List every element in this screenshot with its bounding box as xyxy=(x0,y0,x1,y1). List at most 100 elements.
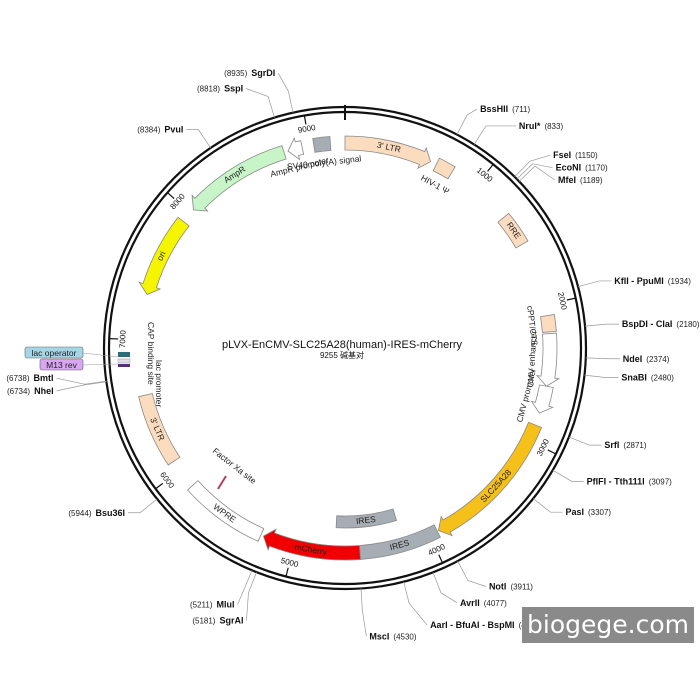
site-pos-pasi: (3307) xyxy=(588,508,611,517)
tick-label-3000: 3000 xyxy=(535,437,551,457)
feature-ampr xyxy=(191,145,287,212)
tick-1000 xyxy=(487,163,494,172)
site-pos-nrui: (833) xyxy=(544,122,563,131)
site-pos-snabi: (2480) xyxy=(651,374,674,383)
site-name-pasi: PasI xyxy=(565,507,584,517)
site-msci: MscI (4530) xyxy=(369,631,416,641)
tick-label-2000: 2000 xyxy=(556,291,569,311)
site-leader-snabi xyxy=(584,374,619,378)
tick-8000 xyxy=(166,192,175,199)
feature-sv40 xyxy=(312,136,332,153)
site-pos-bsu36i: (5944) xyxy=(68,509,91,518)
site-leader-bsu36i xyxy=(128,498,158,514)
feature-label-cmv-enh: CMV enhancer xyxy=(525,330,538,387)
site-name-sgrai: SgrAI xyxy=(219,616,243,626)
feature-ori xyxy=(138,216,190,296)
plasmid-title: pLVX-EnCMV-SLC25A28(human)-IRES-mCherry xyxy=(222,339,463,351)
tick-label-5000: 5000 xyxy=(280,556,300,569)
promoter-label-lac-promoter: lac promoter xyxy=(154,360,164,407)
site-pos-ndei: (2374) xyxy=(646,355,669,364)
feature-wpre xyxy=(187,480,265,542)
site-nhei: (6734)NheI xyxy=(7,386,54,396)
boxed-label-bg-m13-rev xyxy=(39,358,84,371)
tick-3000 xyxy=(547,449,557,455)
promoter-label-cap-binding-site: CAP binding site xyxy=(146,322,156,385)
tick-label-4000: 4000 xyxy=(427,542,447,558)
site-leader-ndei xyxy=(585,357,620,360)
site-name-mfei: MfeI xyxy=(558,175,576,185)
site-leader-econi xyxy=(516,163,553,180)
feature-mcherry xyxy=(262,528,361,561)
site-leader-aari-bfuai-bspmi xyxy=(403,581,428,626)
site-name-mlui: MluI xyxy=(217,600,235,610)
site-pos-avrii: (4077) xyxy=(484,599,507,608)
tick-label-8000: 8000 xyxy=(168,191,187,211)
site-pos-pflfi-tth111i: (3097) xyxy=(649,477,672,486)
site-pos-nhei: (6734) xyxy=(7,387,30,396)
site-pos-srfi: (2871) xyxy=(623,441,646,450)
tick-5000 xyxy=(285,567,289,577)
site-nrui: NruI*(833) xyxy=(519,121,564,131)
feature-label-cppt: cPPT/CTS xyxy=(525,305,540,346)
site-leader-kfli-ppumi xyxy=(577,280,612,287)
site-leader-bsshii xyxy=(456,108,478,135)
site-srfi: SrfI (2871) xyxy=(604,440,646,450)
tick-6000 xyxy=(155,482,164,490)
site-pos-bsshii: (711) xyxy=(512,105,530,114)
site-name-fsei: FseI xyxy=(553,150,571,160)
site-econi: EcoNI(1170) xyxy=(556,163,608,173)
site-leader-pvui xyxy=(186,129,211,149)
feature-ltr3-left xyxy=(138,392,181,466)
site-leader-pflfi-tth111i xyxy=(552,469,584,482)
site-pos-fsei: (1150) xyxy=(575,151,598,160)
feature-ampr-prom xyxy=(287,136,305,161)
site-sgrdi: (8935)SgrDI xyxy=(224,68,275,78)
lac-prom-block xyxy=(117,358,131,364)
site-name-srfi: SrfI xyxy=(604,440,619,450)
site-mlui: (5211)MluI xyxy=(190,600,235,610)
site-name-sgrdi: SgrDI xyxy=(251,68,275,78)
site-leader-sspi xyxy=(245,88,275,118)
feature-rre xyxy=(497,212,529,249)
site-name-snabi: SnaBI xyxy=(621,373,647,383)
site-kfli-ppumi: KflI - PpuMI(1934) xyxy=(614,276,691,286)
feature-label-cmv-prom: CMV promoter xyxy=(514,367,538,423)
site-name-msci: MscI xyxy=(369,631,389,641)
boxed-leader-lac-operator xyxy=(82,352,119,358)
feature-hiv-psi xyxy=(432,157,456,180)
site-sspi: (8818)SspI xyxy=(197,83,243,93)
site-pflfi-tth111i: PflFI - Tth111I (3097) xyxy=(587,476,672,486)
backbone-circles xyxy=(102,105,588,591)
site-bspdi-clai: BspDI - ClaI(2180) xyxy=(622,319,700,329)
site-leader-fsei xyxy=(514,154,551,178)
site-name-pflfi-tth111i: PflFI - Tth111I xyxy=(587,476,645,486)
feature-cmv-prom xyxy=(530,384,554,414)
tick-9000 xyxy=(303,115,307,125)
site-leader-nrui xyxy=(473,125,516,145)
site-name-pvui: PvuI xyxy=(164,125,183,135)
site-name-nrui: NruI* xyxy=(519,121,541,131)
feature-label-ori: ori xyxy=(154,249,167,262)
site-leader-pasi xyxy=(533,498,563,513)
site-pasi: PasI (3307) xyxy=(565,507,611,517)
site-snabi: SnaBI (2480) xyxy=(621,373,674,383)
feature-slc25a28 xyxy=(438,421,543,537)
site-pos-econi: (1170) xyxy=(585,164,608,173)
site-name-econi: EcoNI xyxy=(556,163,582,173)
feature-label-ires-in: IRES xyxy=(355,514,376,526)
factor-xa-label: Factor Xa site xyxy=(211,446,259,486)
plasmid-size: 9255 碱基对 xyxy=(320,350,364,360)
site-leader-sgrai xyxy=(246,572,257,621)
site-name-bmti: BmtI xyxy=(33,373,53,383)
site-pos-noti: (3911) xyxy=(510,582,533,591)
site-leader-msci xyxy=(360,588,367,637)
site-avrii: AvrII(4077) xyxy=(460,598,507,608)
boxed-label-m13-rev: M13 rev xyxy=(46,360,77,370)
site-pos-msci: (4530) xyxy=(393,632,416,641)
boxed-label-lac-operator: lac operator xyxy=(32,348,77,358)
site-ndei: NdeI(2374) xyxy=(623,354,670,364)
tick-label-1000: 1000 xyxy=(475,166,495,185)
site-name-kfli-ppumi: KflI - PpuMI xyxy=(614,276,664,286)
tick-label-6000: 6000 xyxy=(158,470,176,490)
site-leader-mfei xyxy=(518,165,556,182)
